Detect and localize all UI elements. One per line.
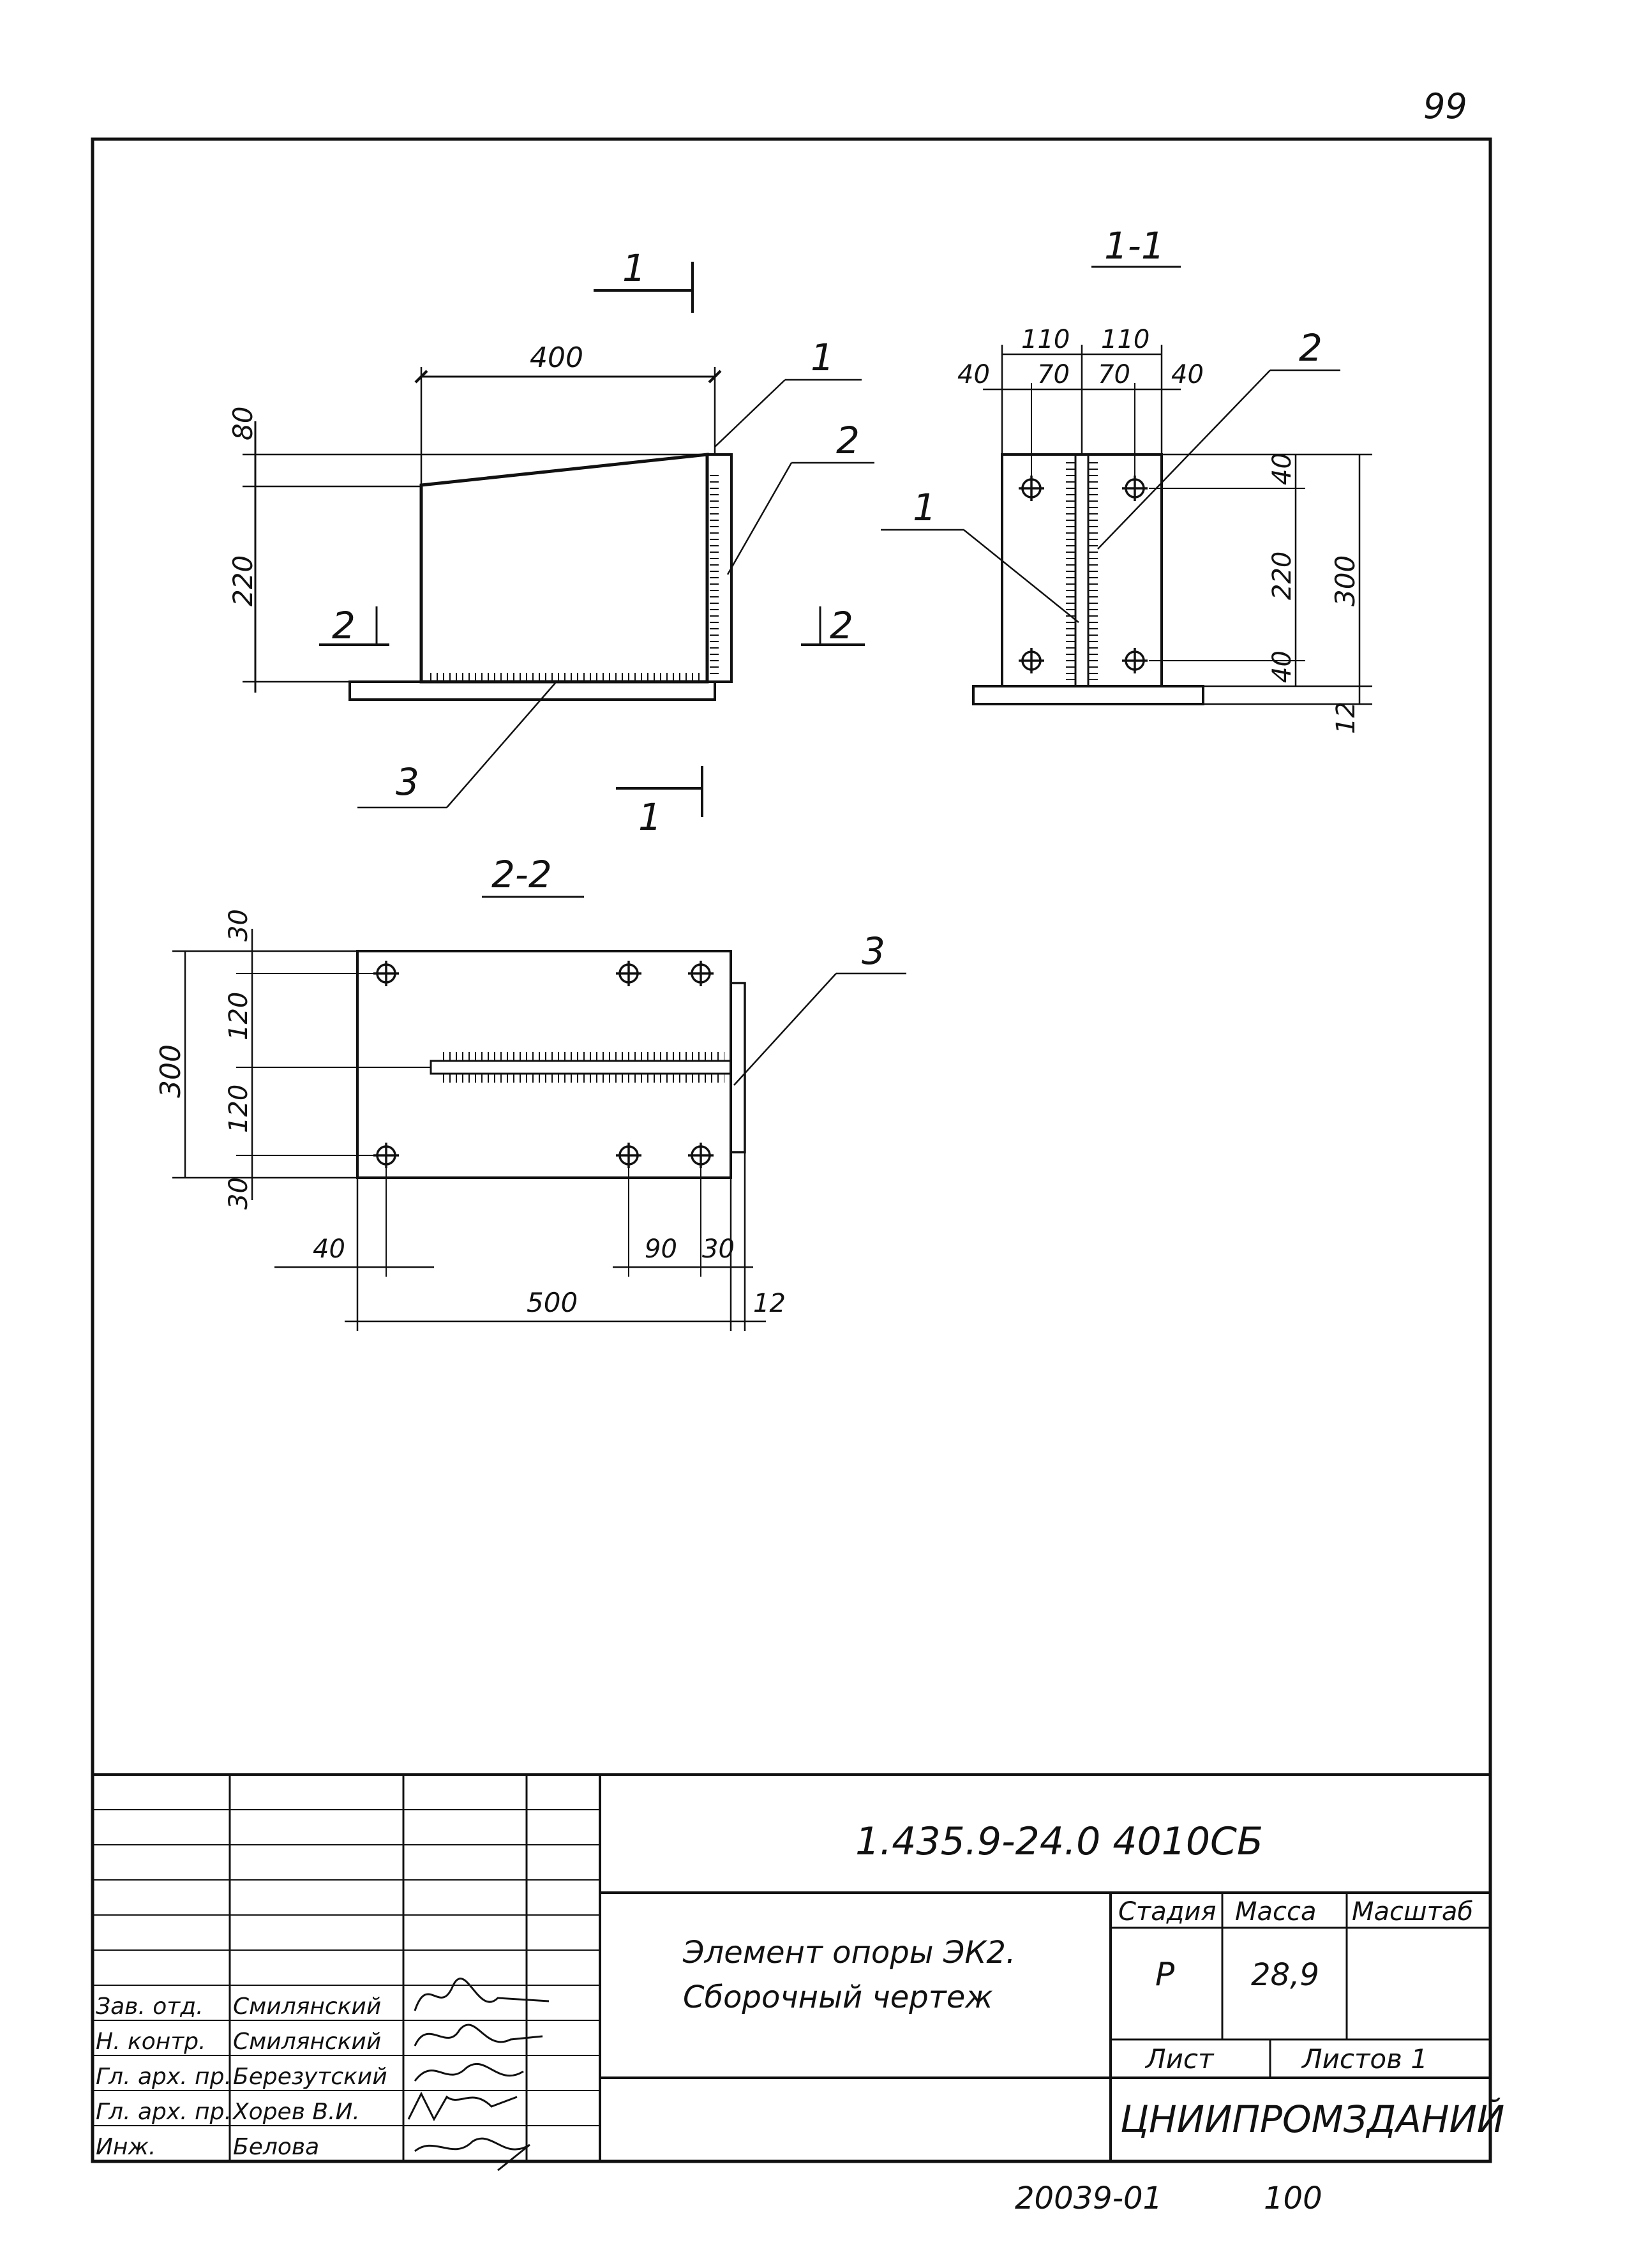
dim-1-1-40-right: 40 [1171,360,1204,389]
section-1-1-title: 1-1 [1104,224,1165,267]
dim-400: 400 [530,342,583,374]
mass-header: Масса [1235,1897,1317,1926]
page-number: 99 [1423,86,1467,126]
footer-page: 100 [1264,2181,1322,2216]
title-line-1: Элемент опоры ЭК2. [682,1935,1015,1971]
dim-1-1-70-left: 70 [1037,360,1070,389]
stage-header: Стадия [1118,1897,1216,1926]
rib-plate [419,453,709,684]
callout-3: 3 [396,760,419,804]
role-2: Н. контр. [96,2029,206,2055]
dim-2-2-120-top: 120 [224,992,253,1040]
bolt-holes-2-2 [373,961,714,1168]
callout-2: 2 [836,419,860,462]
dim-1-1-40-left: 40 [957,360,990,389]
section-1-1-callout-2: 2 [1299,326,1322,370]
role-1: Зав. отд. [96,1994,204,2020]
sheet-label: Лист [1144,2043,1215,2075]
section-2-2-callout-3: 3 [862,929,885,973]
name-2: Смилянский [233,2029,381,2055]
dim-1-1-12: 12 [1331,702,1361,734]
organization: ЦНИИПРОМЗДАНИЙ [1120,2097,1504,2141]
dim-2-2-12: 12 [753,1289,786,1318]
section-1-1-base [972,685,1204,705]
callout-1: 1 [811,336,834,379]
section-marker-2-left: 2 [332,604,356,647]
section-marker-1-bottom: 1 [638,795,662,839]
bolt-holes-1-1 [1019,476,1148,673]
base-plate [348,680,716,701]
dim-2-2-30: 30 [702,1235,735,1264]
dim-1-1-40-bottom: 40 [1268,650,1297,683]
drawing-frame [91,137,1492,2163]
section-2-2-plate [356,950,732,1179]
dim-2-2-40: 40 [313,1235,345,1264]
section-2-2: 2-2 300 30 120 120 30 [154,853,906,1331]
name-5: Белова [233,2134,319,2160]
dim-2-2-500: 500 [527,1287,578,1318]
main-view: 400 80 220 1 1 2 2 1 2 3 [227,246,874,839]
title-line-2: Сборочный чертеж [683,1979,993,2015]
signatures [407,1978,550,2172]
dim-2-2-90: 90 [645,1235,677,1264]
section-2-2-weld-top [440,1052,724,1061]
name-4: Хорев В.И. [232,2099,360,2125]
dim-2-2-30-bottom: 30 [224,1177,253,1210]
section-1-1-weld-left [1066,460,1075,680]
dim-1-1-220: 220 [1268,552,1297,600]
section-1-1-weld-right [1089,460,1098,680]
section-2-2-rib [430,1060,732,1075]
name-3: Березутский [233,2064,387,2090]
section-2-2-title: 2-2 [491,853,552,896]
section-1-1: 1-1 110 110 40 70 70 40 [881,224,1372,734]
dim-2-2-120-bottom: 120 [224,1085,253,1133]
section-2-2-end-plate [730,982,746,1153]
section-1-1-callout-1: 1 [913,486,936,529]
title-block: 1.435.9-24.0 4010СБ Элемент опоры ЭК2. С… [93,1773,1504,2172]
weld-vertical [710,472,719,677]
dim-1-1-70-right: 70 [1098,360,1130,389]
dim-1-1-110-left: 110 [1021,325,1070,354]
section-marker-1-top: 1 [622,246,646,290]
dim-1-1-300: 300 [1329,555,1361,606]
dim-2-2-30-top: 30 [224,909,253,942]
section-1-1-rib [1074,453,1090,687]
section-2-2-weld-bottom [440,1074,724,1083]
role-5: Инж. [96,2134,156,2160]
scale-header: Масштаб [1352,1897,1473,1926]
designation: 1.435.9-24.0 4010СБ [855,1819,1263,1864]
weld-bottom [428,673,702,680]
role-4: Гл. арх. пр. [96,2099,232,2125]
mass-value: 28,9 [1251,1957,1319,1993]
dim-80: 80 [227,407,258,440]
sheets-label: Листов 1 [1301,2043,1428,2075]
section-marker-2-right: 2 [830,604,853,647]
role-3: Гл. арх. пр. [96,2064,232,2090]
name-1: Смилянский [233,1994,381,2020]
dim-1-1-110-right: 110 [1101,325,1149,354]
archive-number: 20039-01 [1015,2181,1162,2216]
dim-220: 220 [227,555,258,606]
dim-2-2-300: 300 [154,1044,187,1098]
dim-1-1-40-top: 40 [1268,453,1297,485]
stage-value: Р [1155,1956,1175,1993]
